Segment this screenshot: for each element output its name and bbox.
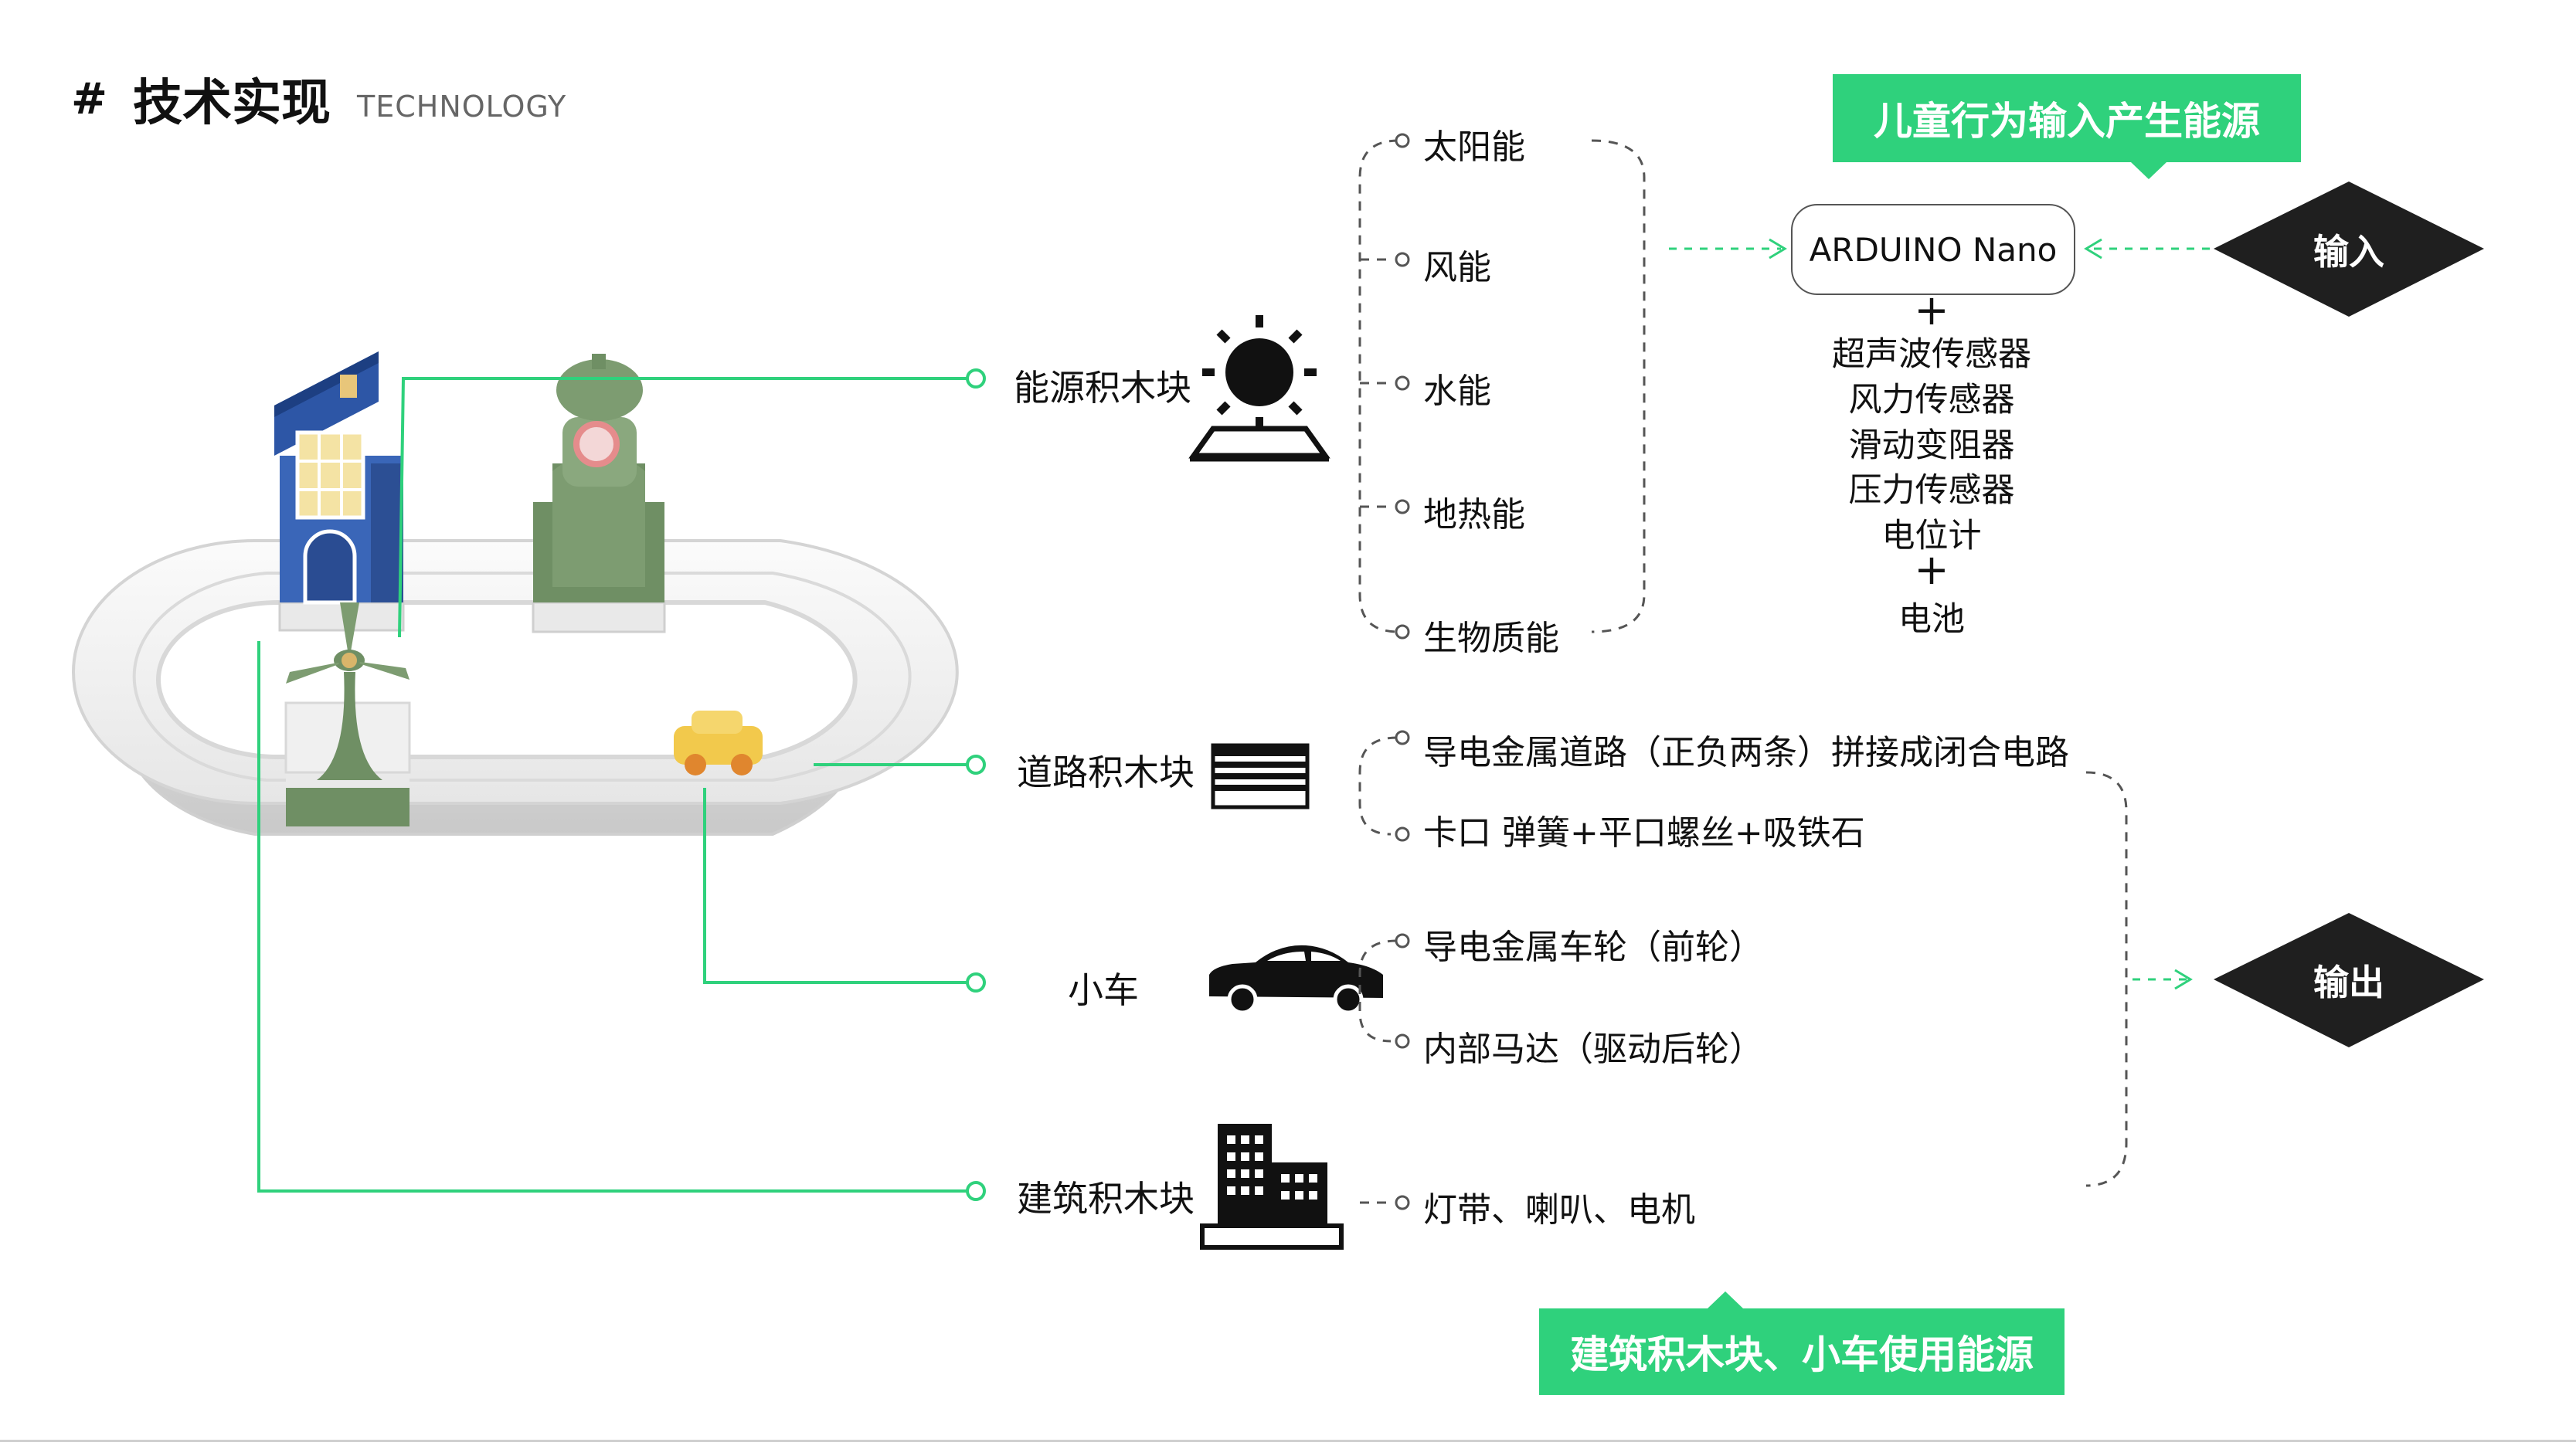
car-item-motor: 内部马达（驱动后轮） bbox=[1423, 1030, 1763, 1069]
sensor-potentiometer: 电位计 bbox=[1881, 517, 1982, 555]
race-track-model bbox=[72, 539, 959, 836]
title-hash: # bbox=[71, 74, 107, 124]
car-item-wheels: 导电金属车轮（前轮） bbox=[1423, 928, 1763, 967]
sensor-pressure: 压力传感器 bbox=[1848, 471, 2015, 510]
building-block-label: 建筑积木块 bbox=[1017, 1178, 1195, 1220]
top-callout-pointer bbox=[2131, 162, 2166, 179]
arduino-nano-label: ARDUINO Nano bbox=[1809, 230, 2058, 269]
bottom-divider bbox=[0, 1440, 2576, 1442]
controller-plus: + bbox=[1914, 286, 1949, 334]
connector-dot-building bbox=[966, 1181, 986, 1201]
bottom-callout-pointer bbox=[1708, 1291, 1743, 1308]
road-block-label: 道路积木块 bbox=[1017, 752, 1195, 793]
road-icon bbox=[1211, 743, 1310, 809]
sensor-ultrasonic: 超声波传感器 bbox=[1832, 335, 2031, 374]
page-subtitle: TECHNOLOGY bbox=[357, 90, 567, 124]
dashed-brackets bbox=[1358, 139, 2128, 1204]
bottom-callout: 建筑积木块、小车使用能源 bbox=[1539, 1308, 2065, 1395]
energy-source-solar: 太阳能 bbox=[1423, 127, 1525, 167]
input-diamond bbox=[2214, 182, 2484, 317]
house-model bbox=[274, 351, 405, 632]
green-connectors bbox=[257, 377, 968, 1193]
road-item-connector: 卡口 弹簧+平口螺丝+吸铁石 bbox=[1423, 813, 1865, 853]
sun-icon bbox=[1188, 315, 1330, 462]
top-callout: 儿童行为输入产生能源 bbox=[1833, 74, 2301, 162]
input-label: 输入 bbox=[2313, 231, 2384, 273]
arrow-to-output bbox=[2174, 969, 2193, 990]
energy-source-wind: 风能 bbox=[1423, 248, 1491, 287]
building-icon bbox=[1200, 1124, 1344, 1250]
battery-label: 电池 bbox=[1898, 600, 1965, 639]
output-diamond bbox=[2214, 913, 2484, 1047]
sensor-slider: 滑动变阻器 bbox=[1848, 426, 2015, 465]
toy-car-model bbox=[674, 711, 763, 775]
energy-block-label: 能源积木块 bbox=[1014, 367, 1191, 409]
car-icon bbox=[1209, 945, 1383, 1015]
building-item-outputs: 灯带、喇叭、电机 bbox=[1423, 1190, 1695, 1230]
green-dashed-arrows bbox=[1669, 247, 2210, 981]
top-callout-text: 儿童行为输入产生能源 bbox=[1874, 99, 2260, 144]
road-item-conductive: 导电金属道路（正负两条）拼接成闭合电路 bbox=[1423, 733, 2069, 772]
connector-dot-road bbox=[966, 755, 986, 775]
output-label: 输出 bbox=[2313, 962, 2384, 1003]
page-title: 技术实现 bbox=[133, 74, 331, 132]
bottom-callout-text: 建筑积木块、小车使用能源 bbox=[1570, 1332, 2034, 1377]
energy-source-biomass: 生物质能 bbox=[1423, 619, 1559, 658]
arduino-nano-box: ARDUINO Nano bbox=[1791, 204, 2075, 295]
arrow-from-input bbox=[2084, 238, 2102, 260]
car-block-label: 小车 bbox=[1068, 969, 1139, 1011]
windmill-model bbox=[284, 602, 411, 826]
sensor-wind: 风力传感器 bbox=[1848, 381, 2015, 419]
controller-plus-2: + bbox=[1914, 545, 1949, 594]
connector-dot-car bbox=[966, 972, 986, 993]
water-tower-model bbox=[532, 354, 666, 633]
energy-source-water: 水能 bbox=[1423, 372, 1491, 411]
connector-dot-energy bbox=[966, 368, 986, 389]
arrow-to-arduino bbox=[1769, 238, 1787, 260]
energy-source-geothermal: 地热能 bbox=[1423, 495, 1525, 534]
